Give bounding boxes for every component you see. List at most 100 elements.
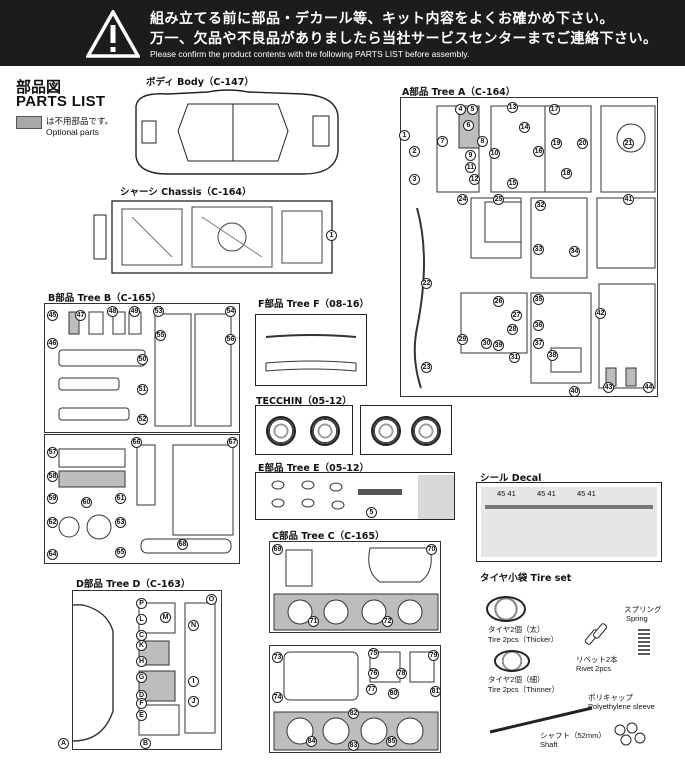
legend-text-en: Optional parts xyxy=(46,127,99,137)
tree-c-part-76: 76 xyxy=(368,668,379,679)
tree-b-part-62: 62 xyxy=(47,517,58,528)
tree-b-part-51: 51 xyxy=(137,384,148,395)
tree-a-part-34: 34 xyxy=(569,246,580,257)
chassis-label: シャーシ Chassis（C-164） xyxy=(120,187,252,198)
tree-d-part-K: K xyxy=(136,640,147,651)
tree-d-part-J: J xyxy=(188,696,199,707)
optional-parts-swatch xyxy=(16,116,42,129)
tree-a-part-9: 9 xyxy=(465,150,476,161)
tree-d-parts xyxy=(73,602,216,742)
tecchin-frame-left xyxy=(255,405,353,455)
tree-b-part-63: 63 xyxy=(115,517,126,528)
tree-c-part-81: 81 xyxy=(430,686,441,697)
tree-b-lower-parts xyxy=(58,444,234,554)
tree-a-part-1: 1 xyxy=(399,130,410,141)
tree-a-part-3: 3 xyxy=(409,174,420,185)
tree-b-part-65: 65 xyxy=(115,547,126,558)
decal-sheet: 45 41 45 41 45 41 xyxy=(476,482,662,562)
tree-c-part-71: 71 xyxy=(308,616,319,627)
poly-jp: ポリキャップ xyxy=(588,693,633,702)
spring-icon xyxy=(638,629,650,655)
tree-c-upper-parts xyxy=(273,547,439,631)
tree-a-part-23: 23 xyxy=(421,362,432,373)
tree-e-part-5: 5 xyxy=(366,507,377,518)
tree-c-label: C部品 Tree C（C-165） xyxy=(272,531,385,542)
chassis-part-number: 1 xyxy=(326,230,337,241)
wheel-icon xyxy=(310,416,340,446)
tree-b-part-68: 68 xyxy=(177,539,188,550)
header-banner: 組み立てる前に部品・デカール等、キット内容をよくお確かめ下さい。 万一、欠品や不… xyxy=(0,0,685,66)
tree-b-part-60: 60 xyxy=(81,497,92,508)
tree-b-part-57: 57 xyxy=(47,447,58,458)
header-line-1: 組み立てる前に部品・デカール等、キット内容をよくお確かめ下さい。 xyxy=(150,11,614,27)
tree-a-part-22: 22 xyxy=(421,278,432,289)
tire-thick-icon xyxy=(486,596,526,622)
tree-d-part-I: I xyxy=(188,676,199,687)
tree-a-part-36: 36 xyxy=(533,320,544,331)
tree-e-parts xyxy=(271,475,454,519)
decal-label: シール Decal xyxy=(480,473,542,484)
tree-d-part-E: E xyxy=(136,710,147,721)
tree-a-part-26: 26 xyxy=(493,296,504,307)
wheel-icon xyxy=(371,416,401,446)
tree-a-part-19: 19 xyxy=(551,138,562,149)
tire-thick-en: Tire 2pcs（Thicker） xyxy=(488,635,559,644)
tree-a-label: A部品 Tree A（C-164） xyxy=(402,87,516,98)
wheel-icon xyxy=(266,416,296,446)
tecchin-frame-right xyxy=(360,405,452,455)
tire-thick-jp: タイヤ2個（太） xyxy=(488,625,545,634)
tree-b-part-49: 49 xyxy=(129,306,140,317)
tire-thin-jp: タイヤ2個（細） xyxy=(488,675,545,684)
chassis-drawing xyxy=(93,200,333,274)
tree-b-part-59: 59 xyxy=(47,493,58,504)
tree-a-part-33: 33 xyxy=(533,244,544,255)
tree-a-part-11: 11 xyxy=(465,162,476,173)
tree-a-part-17: 17 xyxy=(549,104,560,115)
tree-b-label: B部品 Tree B（C-165） xyxy=(48,293,162,304)
tree-d-part-F: F xyxy=(136,698,147,709)
decal-stripe xyxy=(485,505,653,509)
tree-a-part-15: 15 xyxy=(507,178,518,189)
tree-b-part-54: 54 xyxy=(225,306,236,317)
tree-c-part-73: 73 xyxy=(272,652,283,663)
tree-d-part-G: G xyxy=(136,672,147,683)
tree-a-part-5: 5 xyxy=(467,104,478,115)
tree-d-label: D部品 Tree D（C-163） xyxy=(76,579,191,590)
legend-text-jp: は不用部品です。 xyxy=(46,117,114,127)
tree-a-part-12: 12 xyxy=(469,174,480,185)
spring-jp: スプリング xyxy=(624,605,662,614)
tree-a-part-39: 39 xyxy=(493,340,504,351)
spring-en: Spring xyxy=(626,614,648,623)
tree-a-part-38: 38 xyxy=(547,350,558,361)
tree-a-part-44: 44 xyxy=(643,382,654,393)
tree-d-part-O: O xyxy=(206,594,217,605)
tree-a-part-43: 43 xyxy=(603,382,614,393)
tire-thin-en: Tire 2pcs（Thinner） xyxy=(488,685,559,694)
tree-e-label: E部品 Tree E（05-12） xyxy=(258,463,369,474)
decal-plate-1: 45 41 xyxy=(497,489,516,498)
tree-d-part-H: H xyxy=(136,656,147,667)
decal-plate-3: 45 41 xyxy=(577,489,596,498)
tree-a-part-40: 40 xyxy=(569,386,580,397)
tree-a-part-16: 16 xyxy=(533,146,544,157)
tree-c-frame-upper: 69 70 71 72 xyxy=(269,541,441,633)
page-title-en: PARTS LIST xyxy=(16,93,106,110)
tree-f-parts xyxy=(265,334,357,372)
tecchin-label: TECCHIN（05-12） xyxy=(256,396,352,407)
tree-c-lower-parts xyxy=(273,651,439,751)
page-title-jp: 部品図 xyxy=(16,78,62,96)
tree-c-part-80: 80 xyxy=(388,688,399,699)
tree-e-frame: 5 xyxy=(255,472,455,520)
tree-c-part-77: 77 xyxy=(366,684,377,695)
tree-a-part-21: 21 xyxy=(623,138,634,149)
tree-a-part-24: 24 xyxy=(457,194,468,205)
tree-d-part-B: B xyxy=(140,738,151,749)
tree-d-part-L: L xyxy=(136,614,147,625)
tree-a-part-35: 35 xyxy=(533,294,544,305)
tree-a-part-41: 41 xyxy=(623,194,634,205)
tree-a-part-25: 25 xyxy=(493,194,504,205)
tree-c-part-75: 75 xyxy=(368,648,379,659)
rivet-en: Rivet 2pcs xyxy=(576,664,612,673)
tree-f-frame xyxy=(255,314,367,386)
tree-a-part-13: 13 xyxy=(507,102,518,113)
